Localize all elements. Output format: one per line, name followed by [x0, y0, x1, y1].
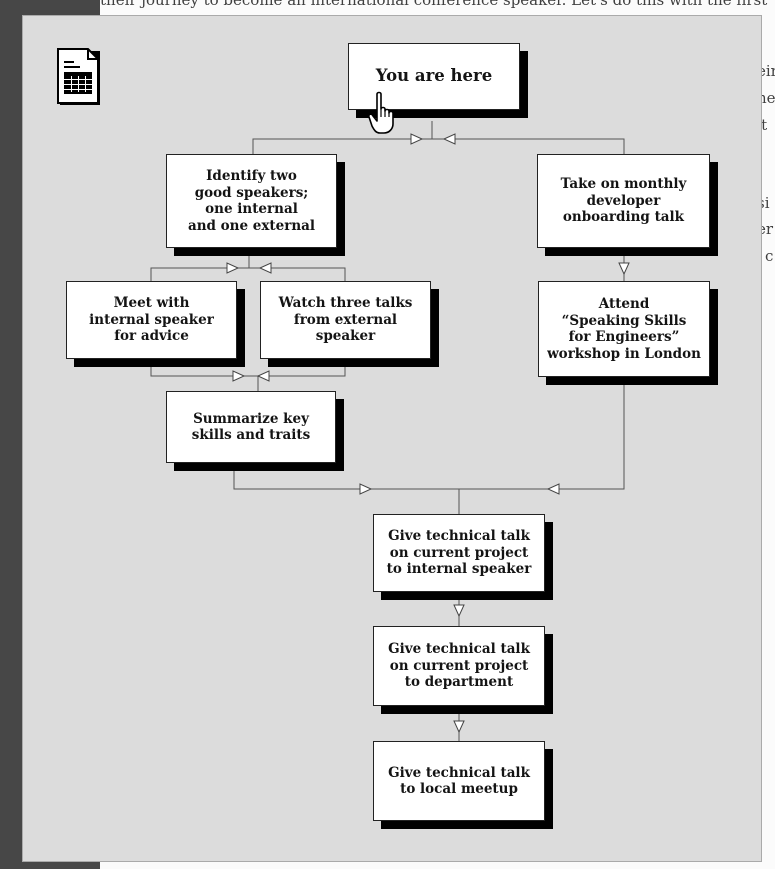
document-table-icon	[57, 48, 100, 105]
watch-external-talks-node[interactable]: Watch three talks from external speaker	[260, 281, 431, 359]
flowchart-panel: .ln { stroke:#555555; stroke-width:1; fi…	[22, 15, 762, 862]
hand-pointer-icon	[368, 91, 394, 134]
arrow-down-icon	[453, 604, 465, 618]
arrow-right-icon	[258, 262, 272, 274]
monthly-onboarding-talk-node[interactable]: Take on monthly developer onboarding tal…	[537, 154, 710, 248]
arrow-right-icon	[232, 370, 246, 382]
connector-lines: .ln { stroke:#555555; stroke-width:1; fi…	[150, 121, 630, 741]
arrow-left-icon	[410, 133, 424, 145]
talk-department-node[interactable]: Give technical talk on current project t…	[373, 626, 545, 706]
identify-speakers-node[interactable]: Identify two good speakers; one internal…	[166, 154, 337, 248]
meet-internal-speaker-node[interactable]: Meet with internal speaker for advice	[66, 281, 237, 359]
arrow-right-icon	[442, 133, 456, 145]
arrow-left-icon	[226, 262, 240, 274]
arrow-right-icon	[359, 483, 373, 495]
summarize-skills-node[interactable]: Summarize key skills and traits	[166, 391, 336, 463]
arrow-down-icon	[618, 262, 630, 276]
arrow-left-icon	[546, 483, 560, 495]
attend-workshop-node[interactable]: Attend “Speaking Skills for Engineers” w…	[538, 281, 710, 377]
talk-local-meetup-node[interactable]: Give technical talk to local meetup	[373, 741, 545, 821]
background-text-line: their journey to become an international…	[100, 0, 768, 9]
arrow-left-icon	[256, 370, 270, 382]
background-text-fragment: c	[765, 247, 774, 265]
talk-internal-speaker-node[interactable]: Give technical talk on current project t…	[373, 514, 545, 592]
arrow-down-icon	[453, 720, 465, 734]
background-text-fragment: 't	[757, 116, 768, 134]
